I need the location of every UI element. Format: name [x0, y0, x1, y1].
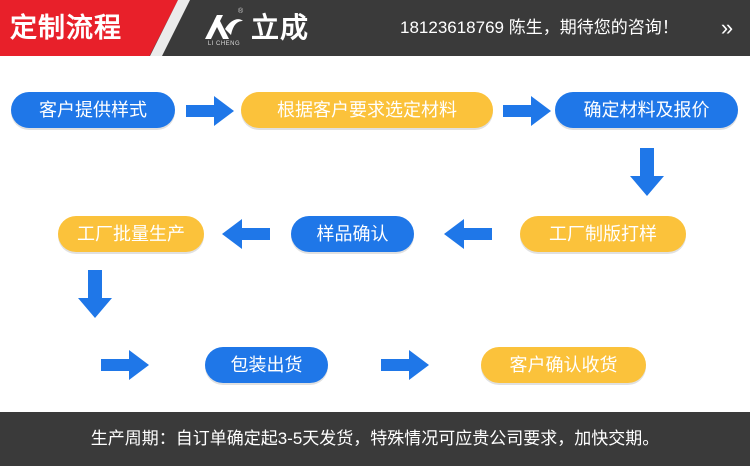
arrow-left-icon: [222, 219, 270, 249]
arrow-left-icon: [444, 219, 492, 249]
registered-mark: ®: [238, 8, 244, 15]
arrow-right-icon: [186, 96, 234, 126]
arrow-down-icon: [78, 270, 112, 318]
page-title: 定制流程: [10, 13, 122, 43]
arrow-right-icon: [101, 350, 149, 380]
contact-info: 18123618769 陈生，期待您的咨询！: [400, 18, 679, 37]
step-sample-confirmation: 样品确认: [291, 216, 414, 252]
brand-name: 立成: [251, 12, 310, 43]
double-chevron-right-icon[interactable]: »: [720, 15, 734, 40]
production-cycle-note: 生产周期：自订单确定起3-5天发货，特殊情况可应贵公司要求，加快交期。: [90, 429, 660, 448]
step-packaging-shipping: 包装出货: [205, 347, 328, 383]
brand-logo-icon: [205, 15, 243, 39]
step-customer-provides-style: 客户提供样式: [11, 92, 175, 128]
arrow-right-icon: [503, 96, 551, 126]
arrow-down-icon: [630, 148, 664, 196]
step-factory-sampling: 工厂制版打样: [520, 216, 686, 252]
step-customer-receipt: 客户确认收货: [481, 347, 646, 383]
header-bar: 定制流程 ® LI CHENG 立成 18123618769 陈生，期待您的咨询…: [0, 0, 750, 56]
step-confirm-material-quote: 确定材料及报价: [555, 92, 738, 128]
step-select-materials: 根据客户要求选定材料: [241, 92, 493, 128]
step-mass-production: 工厂批量生产: [58, 216, 204, 252]
footer-bar: 生产周期：自订单确定起3-5天发货，特殊情况可应贵公司要求，加快交期。: [0, 412, 750, 466]
header-accent-block: [0, 0, 178, 56]
brand-logo-subtext: LI CHENG: [207, 41, 241, 47]
arrow-right-icon: [381, 350, 429, 380]
